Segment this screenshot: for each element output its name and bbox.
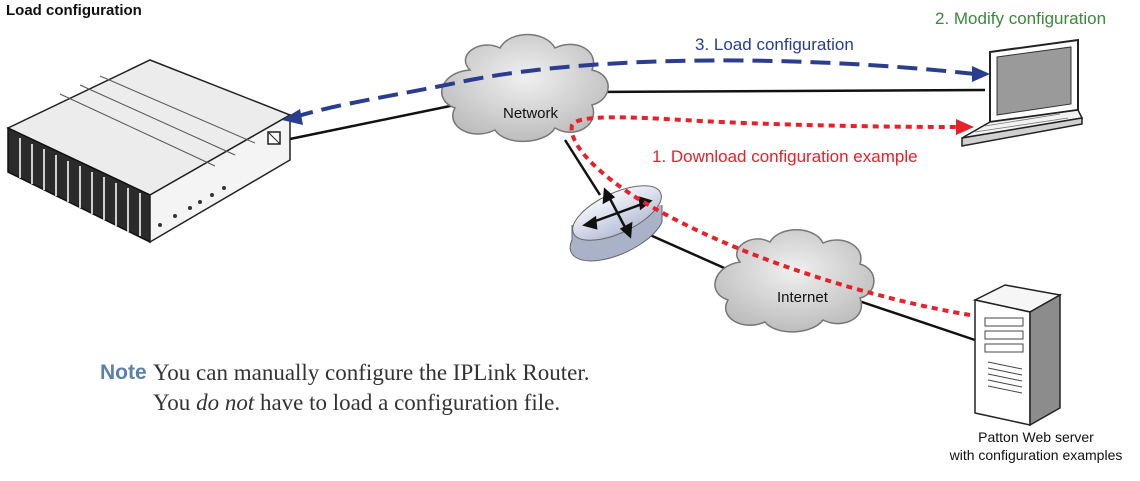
link-network-laptop [589, 88, 986, 94]
link-network-router [563, 139, 602, 196]
note-label: Note [100, 361, 147, 384]
note-block: Note You can manually configure the IPLi… [100, 358, 620, 418]
router-icon [569, 185, 663, 262]
download-configuration-arrow [569, 115, 974, 317]
web-server-icon [972, 284, 1063, 427]
diagram-title: Load configuration [6, 2, 142, 19]
network-cloud-label: Network [503, 105, 559, 122]
laptop-icon [961, 38, 1084, 147]
load-configuration-arrow [282, 58, 990, 125]
internet-cloud-icon [714, 229, 875, 333]
server-caption: Patton Web server with configuration exa… [930, 428, 1140, 464]
link-device-network [284, 103, 456, 142]
step-download-label: 1. Download configuration example [652, 147, 918, 166]
note-text-emphasis: do not [196, 390, 255, 415]
internet-cloud-label: Internet [777, 289, 829, 306]
iplink-router-device [6, 59, 292, 244]
note-text-before: You can manually configure the IPLink Ro… [153, 360, 590, 415]
link-internet-server [849, 296, 976, 342]
note-text: You can manually configure the IPLink Ro… [153, 358, 620, 418]
server-caption-line2: with configuration examples [949, 447, 1123, 463]
step-load-label: 3. Load configuration [695, 35, 854, 54]
server-caption-line1: Patton Web server [978, 429, 1094, 445]
network-cloud-icon [440, 33, 609, 143]
note-text-after: have to load a configuration file. [254, 390, 561, 415]
step-modify-label: 2. Modify configuration [935, 9, 1106, 28]
